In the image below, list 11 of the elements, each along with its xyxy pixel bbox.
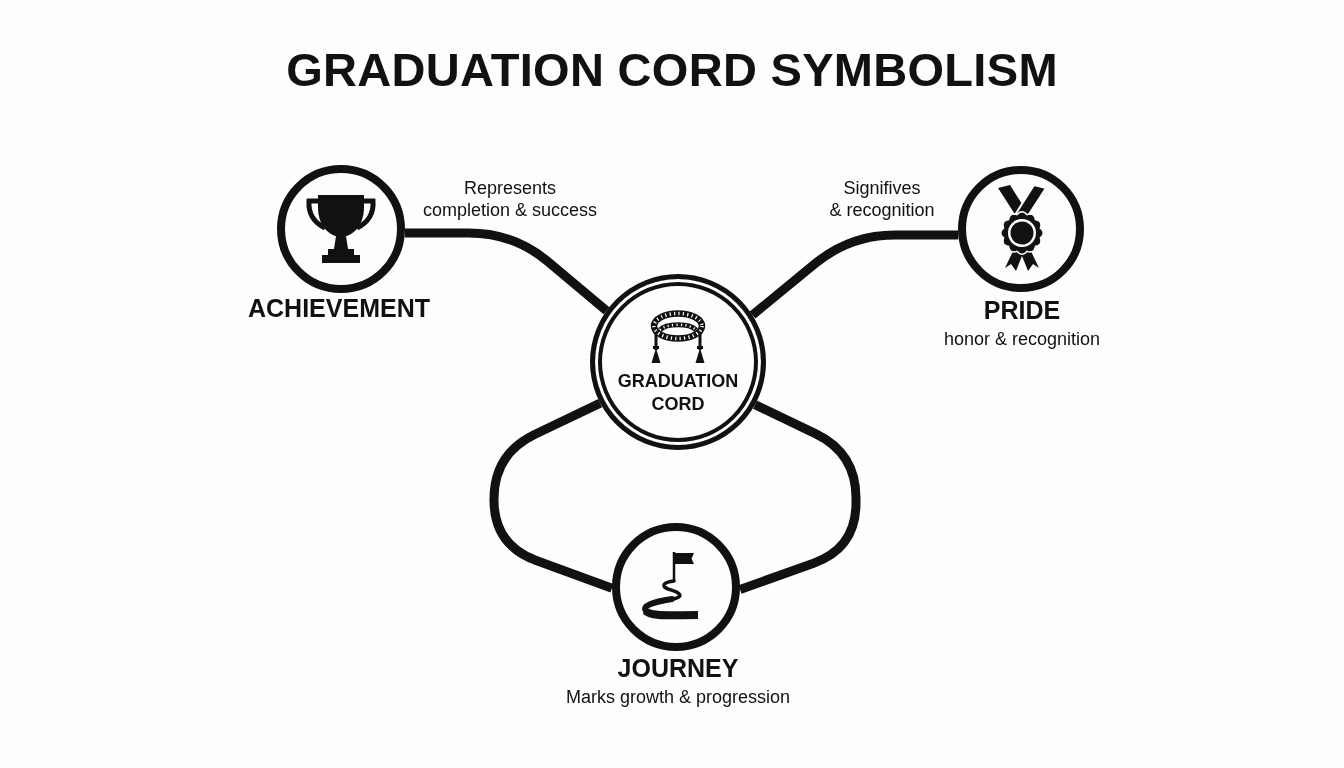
node-title: JOURNEY [617, 654, 739, 683]
node-subtitle: Marks growth & progression [565, 686, 791, 708]
node-title: GRADUATION CORD [616, 370, 740, 416]
node-title: ACHIEVEMENT [248, 294, 430, 323]
node-title: PRIDE [983, 296, 1061, 325]
node-subtitle: honor & recognition [943, 328, 1101, 350]
connector-line [489, 399, 614, 593]
connector-line [749, 230, 959, 319]
connector-line [404, 228, 610, 315]
connector-line [738, 400, 861, 594]
title: GRADUATION CORD SYMBOLISM [286, 43, 1058, 97]
